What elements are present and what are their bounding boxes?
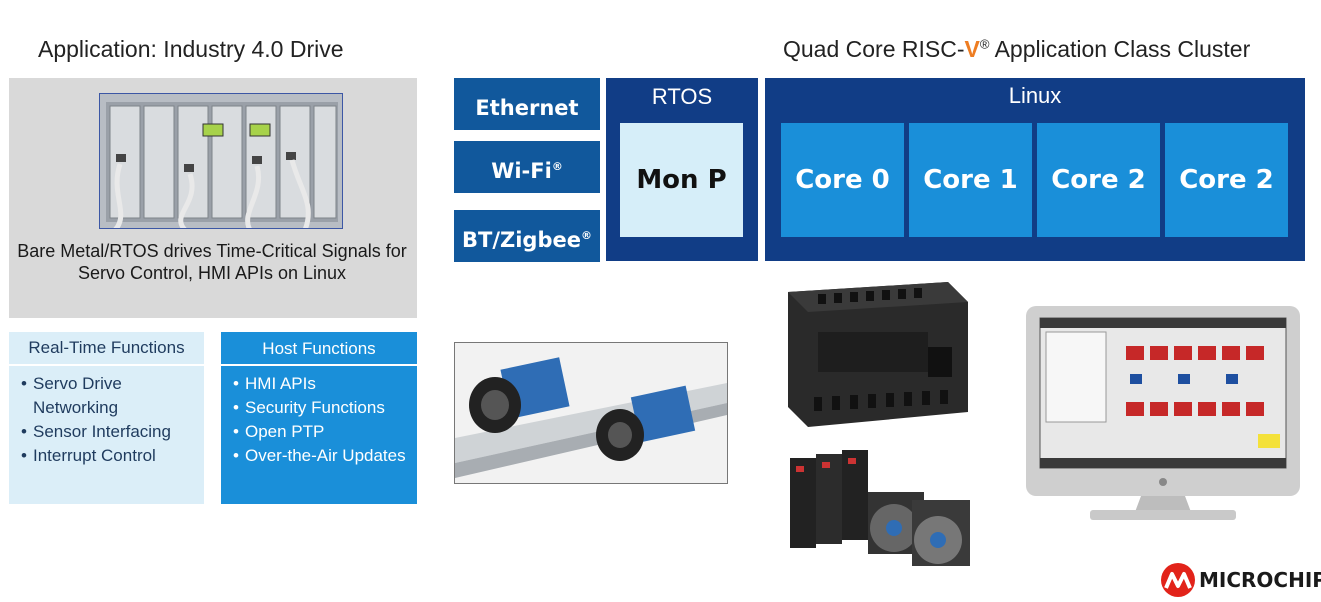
bt-zigbee-label: BT/Zigbee	[462, 228, 581, 252]
cluster-title: Quad Core RISC-V® Application Class Clus…	[783, 36, 1250, 63]
wifi-box: Wi-Fi®	[454, 141, 600, 193]
hmi-monitor-icon	[1026, 306, 1300, 520]
list-item: Open PTP	[233, 420, 417, 444]
core-box: Core 1	[909, 123, 1032, 237]
ethernet-box: Ethernet	[454, 78, 600, 130]
microchip-logo	[1160, 562, 1310, 598]
industrial-rack-photo	[99, 93, 343, 229]
cluster-title-reg: ®	[979, 36, 990, 52]
ethernet-label: Ethernet	[475, 96, 579, 120]
linux-label: Linux	[1008, 83, 1062, 108]
list-item: HMI APIs	[233, 372, 417, 396]
wifi-mark: ®	[551, 160, 563, 173]
bt-zigbee-mark: ®	[580, 229, 592, 242]
monitor-core-box: Mon P	[620, 123, 743, 237]
host-functions-heading: Host Functions	[221, 332, 417, 364]
list-item: Servo Drive Networking	[21, 372, 204, 420]
cluster-title-suffix: Application Class Cluster	[989, 36, 1251, 62]
rtos-label: RTOS	[651, 84, 713, 109]
list-item: Over-the-Air Updates	[233, 444, 417, 468]
core-box: Core 2	[1165, 123, 1288, 237]
machine-vision-camera-photo	[454, 342, 728, 484]
application-caption: Bare Metal/RTOS drives Time-Critical Sig…	[17, 241, 407, 283]
cluster-title-v: V	[964, 36, 980, 62]
core-box: Core 2	[1037, 123, 1160, 237]
cluster-title-prefix: Quad Core RISC-	[783, 36, 965, 62]
microchip-logo-text: MICROCHIP	[1199, 568, 1321, 592]
host-functions-list: HMI APIs Security Functions Open PTP Ove…	[221, 366, 417, 504]
list-item: Sensor Interfacing	[21, 420, 204, 444]
realtime-functions-list: Servo Drive Networking Sensor Interfacin…	[9, 366, 204, 504]
bt-zigbee-box: BT/Zigbee®	[454, 210, 600, 262]
servo-motor-photo	[782, 448, 974, 574]
list-item: Interrupt Control	[21, 444, 204, 468]
plc-module-photo	[778, 272, 970, 432]
application-title: Application: Industry 4.0 Drive	[38, 36, 344, 62]
core-box: Core 0	[781, 123, 904, 237]
realtime-functions-heading: Real-Time Functions	[9, 332, 204, 364]
wifi-label: Wi-Fi	[491, 159, 552, 183]
list-item: Security Functions	[233, 396, 417, 420]
